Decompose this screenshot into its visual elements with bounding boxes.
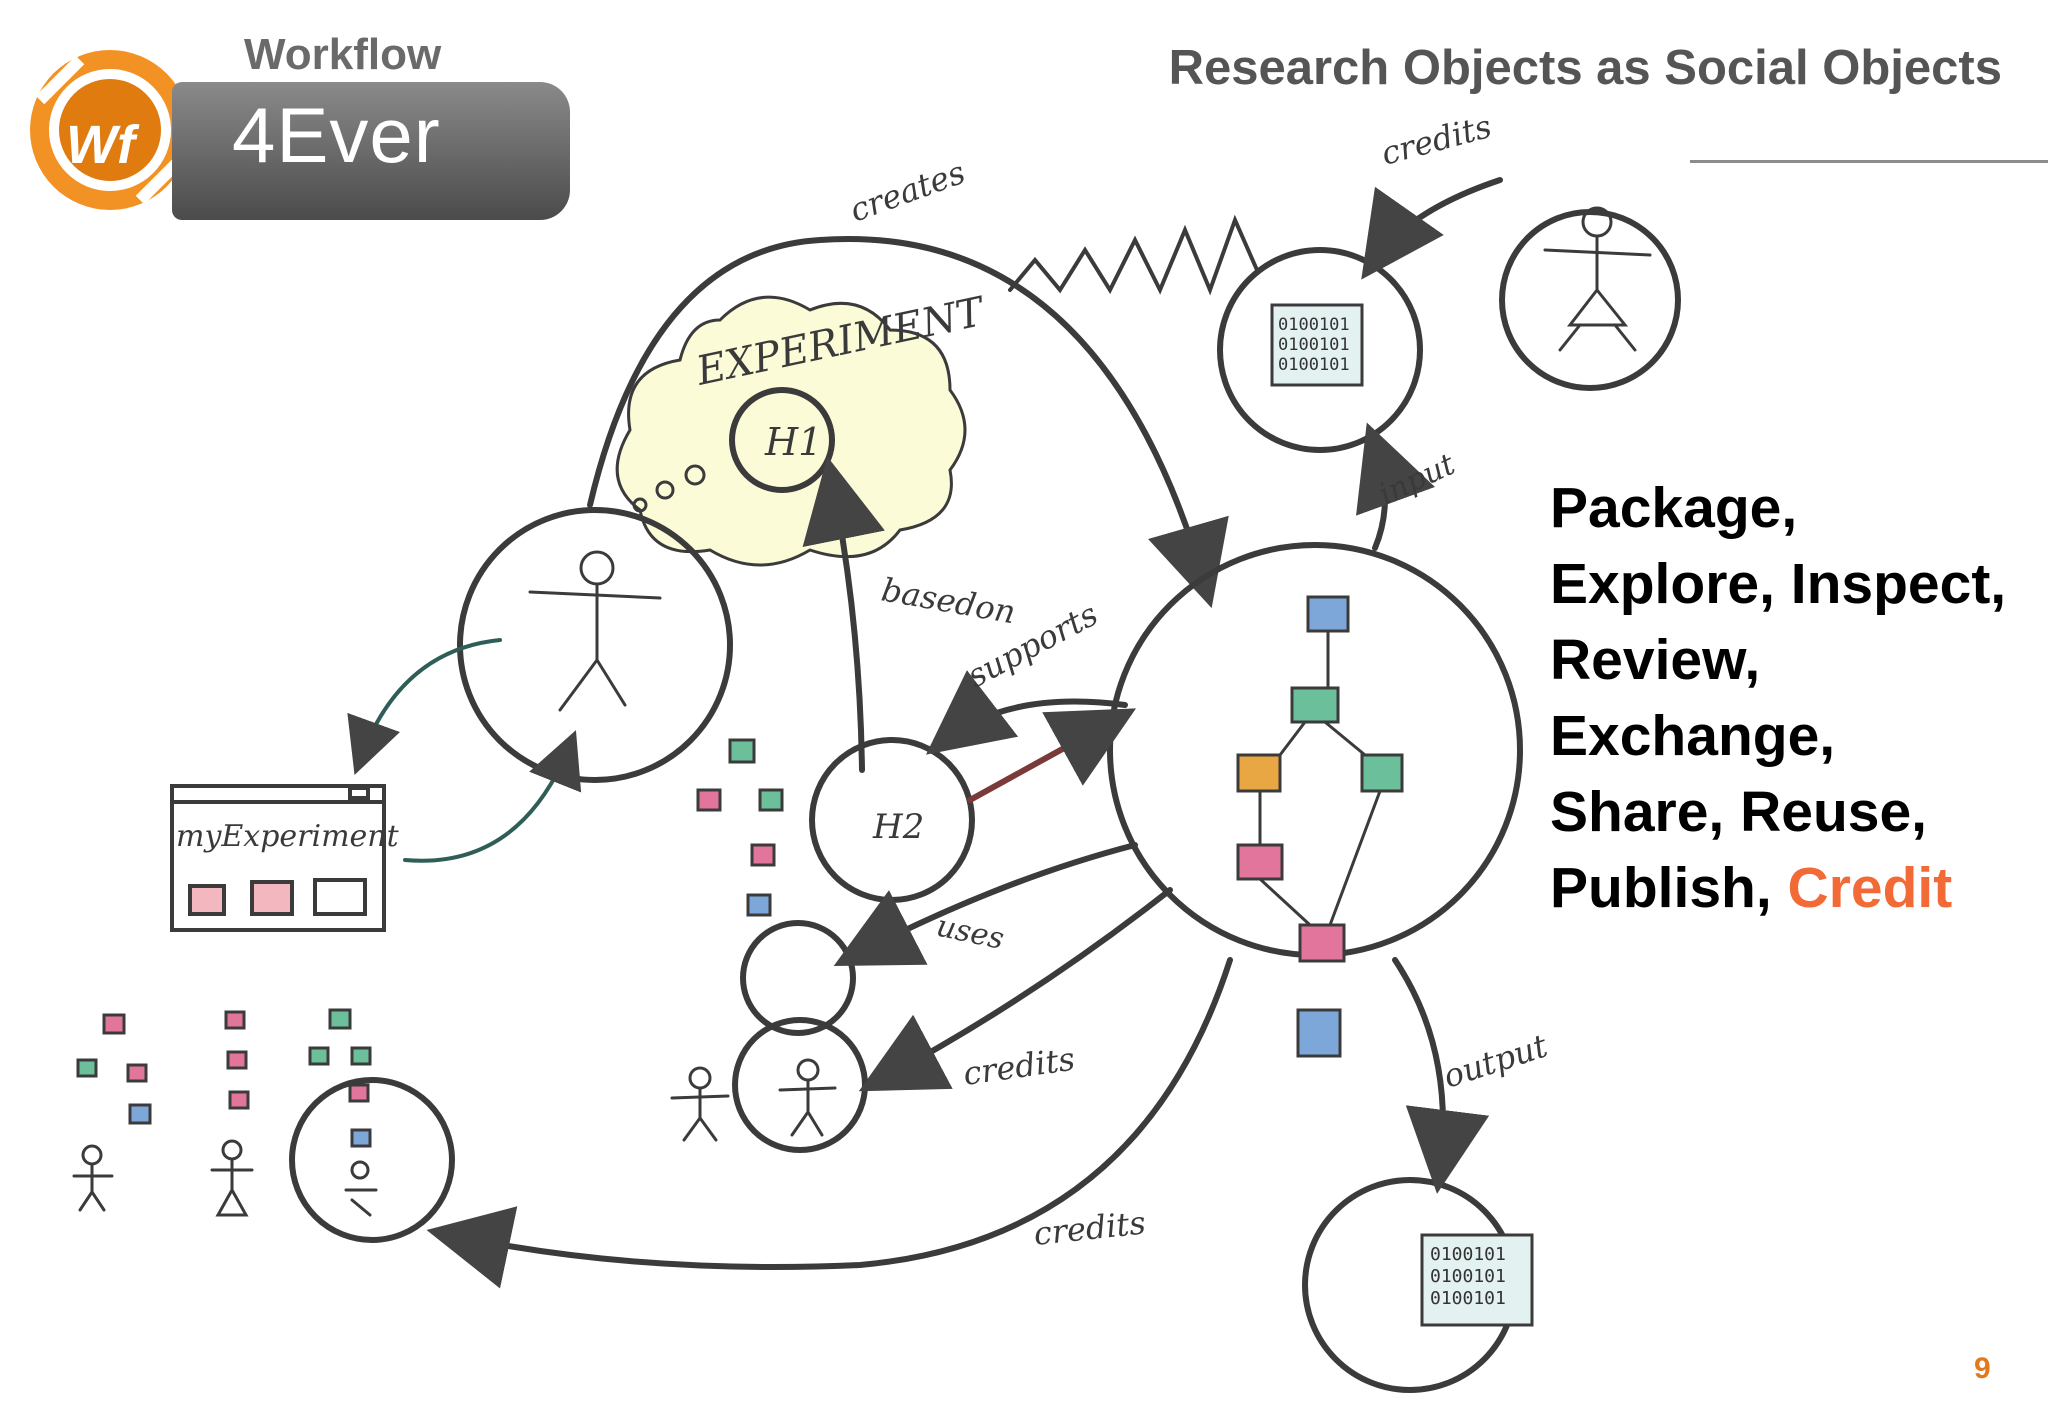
mini-workflow [696, 738, 784, 917]
credits-top-arrow [1361, 177, 1503, 280]
credits-bottom-label: credits [1032, 1203, 1148, 1253]
workflow-gallery [76, 1008, 372, 1148]
logo-monogram: Wf [66, 115, 135, 175]
myexperiment-arrow [347, 638, 502, 776]
credits-top-label: credits [1377, 107, 1495, 173]
myexperiment-label: myExperiment [176, 819, 400, 854]
input-data-node [1217, 247, 1423, 453]
svg-text:0100101: 0100101 [1430, 1288, 1506, 1309]
myexperiment-window [170, 784, 386, 932]
action-item: Exchange, [1550, 704, 1836, 768]
researcher-node [457, 507, 733, 783]
researcher-figure [528, 550, 662, 712]
wf4ever-logo: Workflow 4Ever Wf [12, 30, 572, 220]
action-item: Explore, Inspect, [1550, 552, 2007, 616]
creates-label: creates [845, 153, 970, 230]
workflow-diagram [1236, 595, 1404, 1058]
h1-node [729, 387, 835, 493]
svg-text:0100101: 0100101 [1278, 335, 1350, 355]
highlight-action: Credit [1787, 856, 1953, 920]
input-arrow [1356, 422, 1435, 551]
slide-title: Research Objects as Social Objects [1168, 41, 2002, 95]
output-data-document: 0100101 0100101 0100101 [1420, 1233, 1534, 1327]
contributor-lower-node [732, 1017, 868, 1153]
output-arrow [1392, 957, 1490, 1194]
contributor-upper-node [740, 920, 856, 1036]
research-object-actions: Package, Explore, Inspect, Review, Excha… [1550, 470, 2006, 926]
creditor-node [1499, 209, 1681, 391]
based-on-label: basedon [879, 570, 1019, 631]
supports-arrow [925, 670, 1128, 755]
myexperiment-return-arrow [403, 730, 582, 863]
svg-text:0100101: 0100101 [1430, 1266, 1506, 1287]
user-node [289, 1077, 455, 1243]
svg-text:0100101: 0100101 [1278, 315, 1350, 335]
page-number: 9 [1974, 1352, 1991, 1385]
action-item-last: Publish, Credit [1550, 850, 2006, 926]
input-data-document: 0100101 0100101 0100101 [1270, 303, 1364, 387]
credits-mid-arrow [858, 887, 1173, 1092]
title-rule [1690, 160, 2048, 163]
uses-label: uses [933, 909, 1007, 957]
thought-dots [632, 464, 706, 513]
logo-bar [172, 82, 570, 220]
h1-label: H1 [764, 420, 822, 464]
action-item: Package, [1550, 476, 1798, 540]
h2-label: H2 [872, 807, 924, 847]
svg-text:0100101: 0100101 [1430, 1244, 1506, 1265]
h2-to-ro-arrow [967, 708, 1137, 803]
action-item: Publish, [1550, 856, 1772, 920]
creates-arrow [587, 236, 1229, 609]
based-on-arrow [802, 456, 885, 773]
output-label: output [1439, 1026, 1552, 1095]
uses-arrow [833, 842, 1138, 967]
action-item: Review, [1550, 628, 1761, 692]
contributor-figure [670, 1058, 837, 1142]
logo-ring-icon [30, 50, 190, 210]
squiggle [1008, 214, 1259, 296]
creditor-figure [1543, 206, 1652, 352]
credits-mid-label: credits [961, 1040, 1077, 1093]
logo-kicker: Workflow [244, 30, 442, 79]
gallery-figures [72, 1139, 378, 1217]
action-item: Share, Reuse, [1550, 780, 1928, 844]
input-label: input [1374, 447, 1462, 513]
svg-text:0100101: 0100101 [1278, 355, 1350, 375]
logo-wordmark: 4Ever [232, 91, 441, 179]
credits-bottom-arrow [426, 957, 1233, 1289]
